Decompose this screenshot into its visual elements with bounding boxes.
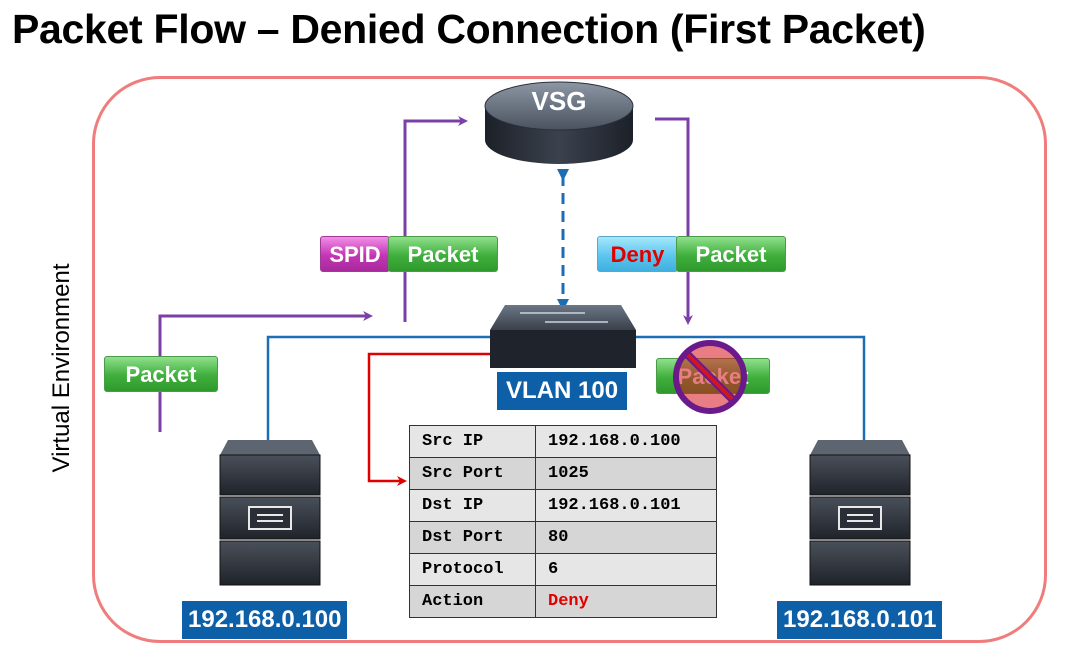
left-host-ip: 192.168.0.100 [182,601,348,639]
vsg-label: VSG [531,86,587,116]
page-title: Packet Flow – Denied Connection (First P… [12,6,926,52]
packet-tag-deny: Packet [676,236,786,272]
flow-key: Dst IP [409,489,536,522]
spid-tag: SPID [320,236,390,272]
vsg-cylinder-icon [484,81,634,164]
right-host-ip: 192.168.0.101 [777,601,943,639]
flow-key: Src IP [409,425,536,458]
switch-icon [490,305,636,368]
flow-lookup-arrow [367,352,490,486]
flow-value: 1025 [535,457,717,490]
flow-key: Dst Port [409,521,536,554]
flow-key: Protocol [409,553,536,586]
flow-value: 192.168.0.100 [535,425,717,458]
server-icon [809,440,911,586]
flow-key: Src Port [409,457,536,490]
flow-action-value: Deny [535,585,717,618]
packet-tag-spid: Packet [388,236,498,272]
virtual-environment-frame [92,76,1047,643]
flow-value: 192.168.0.101 [535,489,717,522]
prohibited-icon [673,340,747,414]
deny-tag: Deny [597,236,678,272]
flow-key: Action [409,585,536,618]
flow-value: 80 [535,521,717,554]
packet-tag-left: Packet [104,356,218,392]
server-icon [219,440,321,586]
flow-value: 6 [535,553,717,586]
vlan-label: VLAN 100 [497,372,628,410]
